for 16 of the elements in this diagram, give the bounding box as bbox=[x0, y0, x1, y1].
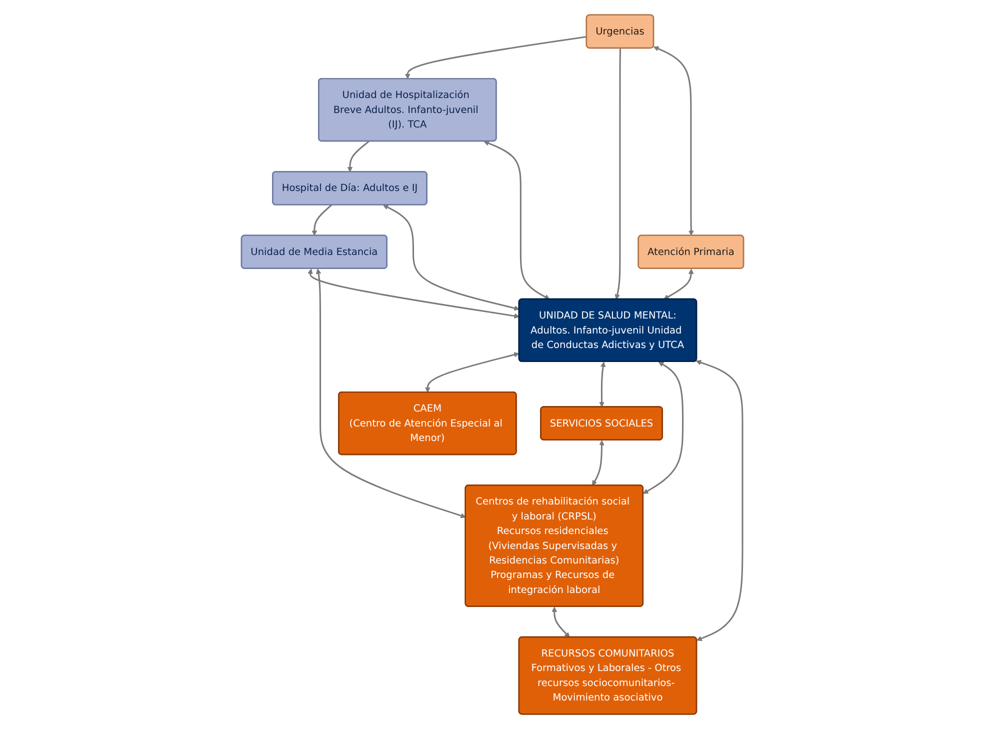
arrow bbox=[424, 352, 520, 393]
arrow bbox=[383, 204, 520, 311]
arrow bbox=[347, 140, 370, 172]
arrow bbox=[614, 48, 622, 300]
arrow bbox=[484, 140, 550, 300]
arrow bbox=[592, 440, 604, 486]
arrow bbox=[599, 362, 606, 408]
arrow bbox=[308, 268, 520, 319]
arrow bbox=[312, 204, 332, 236]
arrow bbox=[552, 606, 570, 638]
arrow bbox=[664, 268, 694, 300]
arrow bbox=[643, 362, 684, 494]
arrow bbox=[404, 36, 587, 80]
arrow bbox=[653, 46, 694, 236]
arrow bbox=[316, 268, 466, 518]
arrow bbox=[696, 360, 744, 641]
